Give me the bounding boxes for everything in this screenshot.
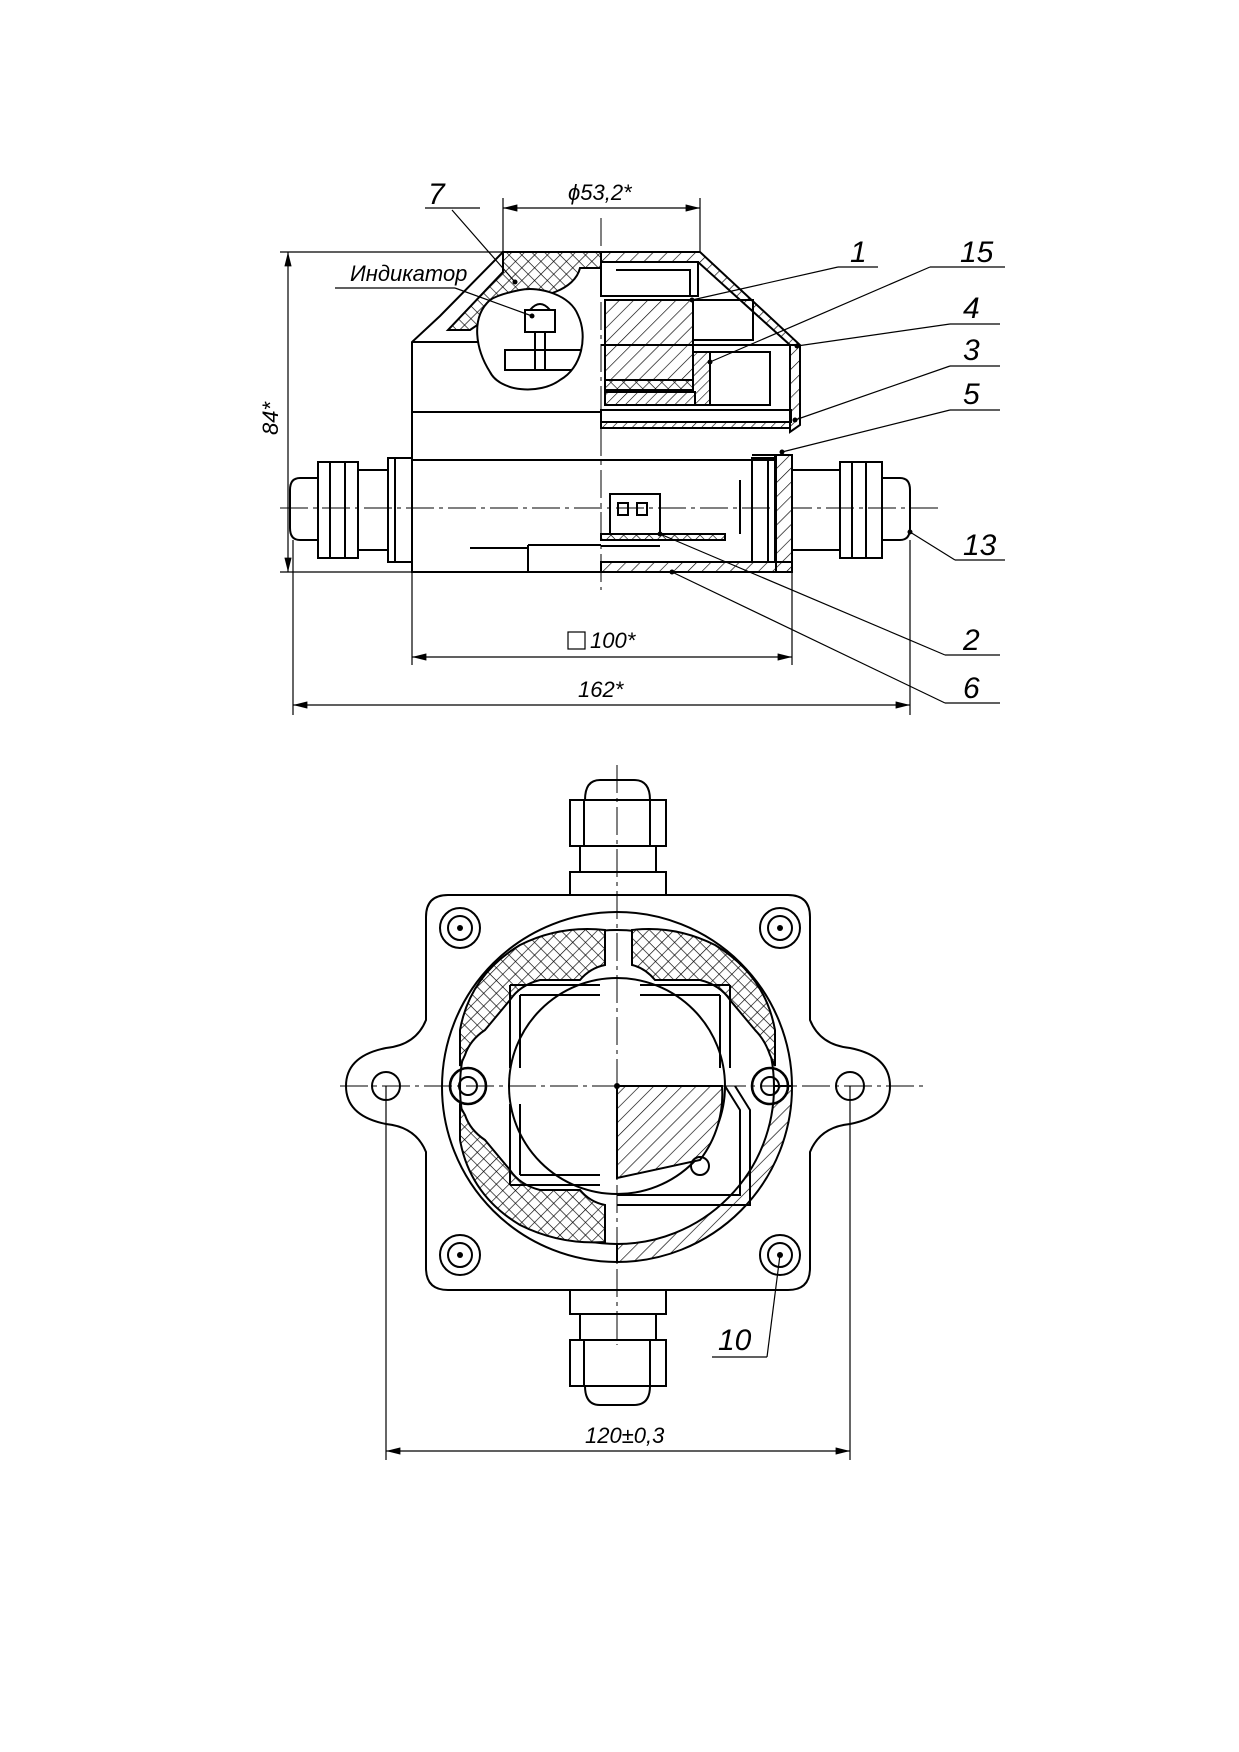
- leader-6: 6: [669, 569, 1000, 705]
- label-10: 10: [718, 1324, 752, 1357]
- round-body-left: [441, 911, 618, 1263]
- leader-3: 3: [792, 334, 1000, 423]
- leader-5: 5: [779, 378, 1000, 455]
- leader-13: 13: [907, 529, 1005, 562]
- fixing-boss-left: [448, 1066, 488, 1106]
- housing-right-side: [774, 454, 793, 573]
- terminal-block: [609, 493, 661, 535]
- leader-4: 4: [794, 292, 1000, 349]
- label-7: 7: [428, 178, 446, 211]
- leader-2: 2: [657, 531, 1000, 657]
- indicator-break-out: [476, 288, 584, 391]
- label-4: 4: [963, 292, 980, 325]
- corner-screw-tr: [759, 907, 801, 949]
- label-13: 13: [963, 529, 997, 562]
- section-view: Индикатор: [258, 178, 1005, 715]
- label-2: 2: [962, 624, 980, 657]
- cable-gland-top: [569, 779, 667, 896]
- housing-base: [600, 561, 793, 573]
- dim-mount: 120±0,3: [585, 1423, 665, 1448]
- corner-screw-tl: [439, 907, 481, 949]
- cable-gland-left: [289, 457, 413, 563]
- sensor-small-hole: [690, 1156, 710, 1176]
- label-6: 6: [963, 672, 980, 705]
- housing-plan-outline: [344, 894, 892, 1291]
- corner-screw-bl: [439, 1234, 481, 1276]
- dim-diameter: ϕ53,2*: [568, 180, 633, 205]
- dim-width: 162*: [578, 677, 625, 702]
- cable-gland-bottom: [569, 1289, 667, 1406]
- gasket-lobe-tl: [459, 928, 606, 1067]
- label-3: 3: [963, 334, 980, 367]
- cable-gland-right: [751, 457, 911, 563]
- leader-10: 10: [712, 1252, 783, 1358]
- fixing-boss-right: [750, 1066, 790, 1106]
- label-1: 1: [850, 236, 867, 269]
- indicator-label: Индикатор: [350, 261, 467, 286]
- label-5: 5: [963, 378, 980, 411]
- sensor-block-1: [604, 299, 694, 381]
- sensor-plan-section: [616, 1085, 724, 1180]
- leader-15: 15: [707, 236, 1005, 365]
- square-symbol: [567, 631, 586, 650]
- dim-height: 84*: [258, 401, 283, 435]
- dim-square: 100*: [590, 628, 637, 653]
- plan-view: 120±0,3 10: [340, 765, 925, 1460]
- gasket-lobe-bl: [459, 1102, 606, 1244]
- label-15: 15: [960, 236, 994, 269]
- circuit-board: [600, 533, 726, 541]
- leader-1: 1: [689, 236, 878, 303]
- gasket-lobe-tr: [631, 928, 776, 1067]
- leader-7: 7: [425, 178, 518, 285]
